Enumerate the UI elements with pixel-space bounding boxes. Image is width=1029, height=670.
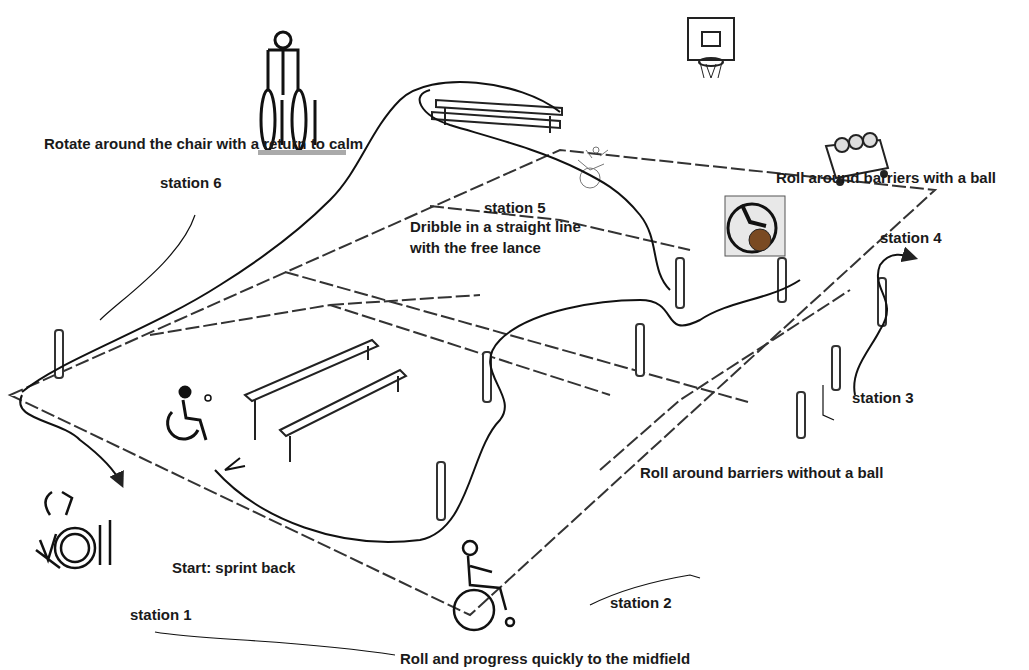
head bbox=[275, 32, 291, 48]
leader-lines bbox=[100, 215, 834, 655]
backboard bbox=[688, 18, 734, 60]
wheelchair-start bbox=[36, 492, 110, 568]
barrier-pole bbox=[778, 258, 786, 302]
benches bbox=[245, 100, 562, 462]
course-label: Rotate around the chair with a return to… bbox=[44, 133, 524, 154]
wheel-rim bbox=[61, 534, 89, 562]
court-outline bbox=[10, 150, 935, 615]
caster bbox=[506, 618, 514, 626]
course-label: station 3 bbox=[852, 387, 972, 408]
bench-leg bbox=[255, 346, 398, 462]
course-label: Roll around barriers without a ball bbox=[640, 462, 970, 483]
course-label: station 4 bbox=[880, 227, 1000, 248]
basketball bbox=[749, 229, 771, 251]
player-photo bbox=[725, 196, 785, 256]
wheelchair-station2 bbox=[454, 541, 514, 630]
leader-line bbox=[155, 632, 395, 655]
route-arrow bbox=[854, 255, 915, 395]
sketch-head bbox=[593, 147, 599, 153]
wheel bbox=[728, 204, 776, 252]
course-label: station 2 bbox=[610, 592, 730, 613]
hoop bbox=[699, 58, 723, 66]
course-label: Start: sprint back bbox=[172, 557, 372, 578]
wheel bbox=[454, 590, 494, 630]
basket bbox=[688, 18, 734, 78]
course-label: station 5 bbox=[484, 197, 604, 218]
wheelchair-icon bbox=[168, 387, 211, 440]
route-arrowhead bbox=[225, 458, 245, 470]
route-arrow bbox=[20, 395, 122, 485]
court-line bbox=[600, 290, 850, 470]
route-line bbox=[420, 90, 670, 290]
bench bbox=[280, 370, 406, 436]
barrier-pole bbox=[797, 392, 805, 438]
sketch-body bbox=[578, 150, 608, 170]
leader-line bbox=[100, 215, 195, 320]
course-label: Roll and progress quickly to the midfiel… bbox=[400, 648, 800, 669]
barrier-pole bbox=[437, 462, 445, 520]
ball bbox=[849, 135, 863, 149]
course-label: Dribble in a straight line with the free… bbox=[410, 216, 615, 258]
backboard-square bbox=[702, 32, 720, 46]
course-label: station 1 bbox=[130, 604, 250, 625]
chair-frame bbox=[36, 534, 60, 568]
head bbox=[180, 387, 190, 397]
course-label: station 6 bbox=[160, 172, 280, 193]
leader-line bbox=[823, 385, 834, 420]
ball bbox=[863, 133, 877, 147]
barrier-pole bbox=[676, 258, 684, 308]
court-lines bbox=[10, 150, 935, 615]
chair-frame bbox=[100, 520, 110, 565]
head bbox=[463, 541, 477, 555]
dribbling-player bbox=[725, 196, 785, 256]
ball bbox=[835, 138, 849, 152]
chair-back bbox=[268, 50, 298, 95]
barrier-pole bbox=[832, 346, 840, 390]
barrier-pole bbox=[636, 324, 644, 376]
course-label: Roll around barriers with a ball bbox=[776, 167, 1029, 188]
ball bbox=[205, 395, 211, 401]
court-line bbox=[330, 295, 480, 305]
body bbox=[468, 556, 506, 610]
wheel bbox=[168, 412, 198, 439]
net bbox=[700, 62, 722, 78]
player-body bbox=[742, 205, 766, 226]
route-line bbox=[215, 280, 800, 542]
wheel bbox=[55, 528, 95, 568]
route-line bbox=[22, 82, 560, 392]
player-sketch bbox=[45, 492, 72, 515]
